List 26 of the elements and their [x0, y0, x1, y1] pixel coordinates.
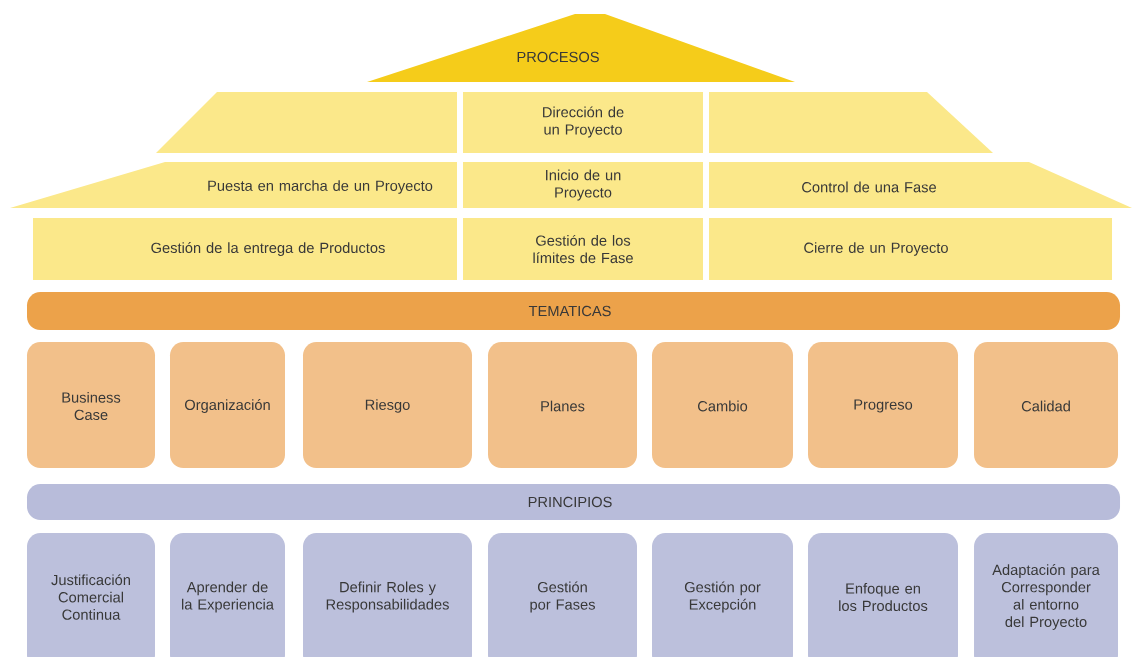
process-box: Inicio de un Proyecto — [463, 162, 703, 208]
theme-box: Progreso — [808, 342, 958, 468]
principle-box: Gestión por Fases — [488, 533, 637, 657]
theme-box: Cambio — [652, 342, 793, 468]
process-box: Puesta en marcha de un Proyecto — [10, 162, 457, 208]
principle-box: Adaptación para Corresponder al entorno del Proyecto — [974, 533, 1118, 657]
principle-box: Aprender de la Experiencia — [170, 533, 285, 657]
theme-box: Organización — [170, 342, 285, 468]
theme-box: Business Case — [27, 342, 155, 468]
process-box: Gestión de la entrega de Productos — [33, 218, 457, 280]
theme-box: Calidad — [974, 342, 1118, 468]
section-bar: PRINCIPIOS — [27, 484, 1120, 520]
principle-box: Definir Roles y Responsabilidades — [303, 533, 472, 657]
principle-box: Gestión por Excepción — [652, 533, 793, 657]
roof-panel — [156, 92, 457, 153]
roof-triangle: PROCESOS — [367, 14, 795, 82]
process-box: Dirección de un Proyecto — [463, 92, 703, 153]
roof-panel — [709, 92, 993, 153]
section-bar: TEMATICAS — [27, 292, 1120, 330]
principle-box: Enfoque en los Productos — [808, 533, 958, 657]
process-box: Control de una Fase — [709, 162, 1132, 208]
process-box: Gestión de los límites de Fase — [463, 218, 703, 280]
principle-box: Justificación Comercial Continua — [27, 533, 155, 657]
process-box: Cierre de un Proyecto — [709, 218, 1112, 280]
theme-box: Planes — [488, 342, 637, 468]
theme-box: Riesgo — [303, 342, 472, 468]
